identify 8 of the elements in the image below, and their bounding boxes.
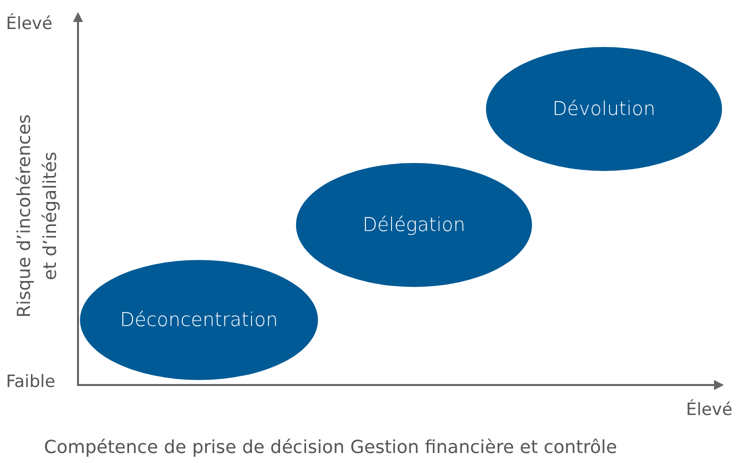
y-axis-title: Risque d’incohérences et d’inégalités bbox=[13, 113, 62, 320]
axis-tick-label: Élevé bbox=[6, 14, 52, 34]
axis-tick-label: Faible bbox=[6, 372, 56, 392]
axis-tick-label: Élevé bbox=[686, 400, 732, 420]
x-axis-title: Compétence de prise de décision Gestion financière et contrôle bbox=[44, 437, 618, 458]
node-label: Déconcentration bbox=[120, 309, 278, 331]
node-label: Dévolution bbox=[552, 98, 656, 120]
node-label: Délégation bbox=[362, 214, 466, 236]
